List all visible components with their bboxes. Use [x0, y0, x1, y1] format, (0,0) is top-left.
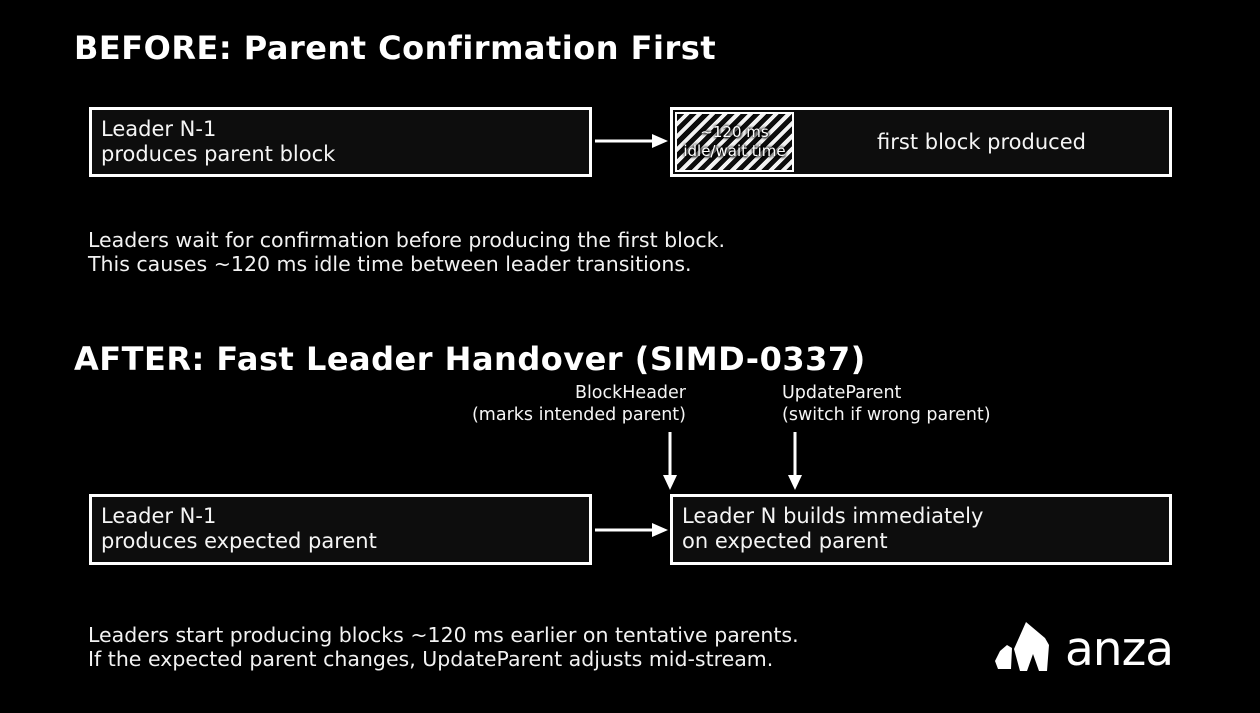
after-leader-box: Leader N-1 produces expected parent [89, 494, 592, 565]
first-block-produced-label: first block produced [877, 130, 1086, 154]
before-caption: Leaders wait for confirmation before pro… [88, 228, 725, 276]
after-builder-box-line2: on expected parent [682, 529, 888, 553]
after-caption: Leaders start producing blocks ~120 ms e… [88, 623, 799, 671]
block-header-annotation-line2: (marks intended parent) [471, 405, 686, 425]
block-header-annotation-line1: BlockHeader [574, 383, 686, 403]
after-builder-box-text: Leader N builds immediately on expected … [682, 504, 983, 554]
after-leader-box-line2: produces expected parent [101, 529, 377, 553]
before-flow-arrow-icon [595, 134, 668, 148]
before-caption-line2: This causes ~120 ms idle time between le… [88, 252, 692, 276]
idle-wait-label: ~120 ms idle/wait time [683, 123, 785, 161]
after-builder-box: Leader N builds immediately on expected … [670, 494, 1172, 565]
after-leader-box-line1: Leader N-1 [101, 504, 217, 528]
anza-logo-wordmark: anza [1065, 622, 1174, 677]
after-flow-arrow-icon [595, 523, 668, 537]
update-parent-annotation: UpdateParent (switch if wrong parent) [782, 382, 991, 426]
after-caption-line2: If the expected parent changes, UpdatePa… [88, 647, 774, 671]
before-leader-box-text: Leader N-1 produces parent block [101, 117, 335, 167]
after-builder-box-line1: Leader N builds immediately [682, 504, 984, 528]
after-section-title: AFTER: Fast Leader Handover (SIMD-0337) [74, 340, 866, 378]
after-caption-line1: Leaders start producing blocks ~120 ms e… [88, 623, 799, 647]
before-caption-line1: Leaders wait for confirmation before pro… [88, 228, 726, 252]
block-header-annotation: BlockHeader (marks intended parent) [420, 382, 686, 426]
block-header-pointer-arrow-icon [663, 432, 677, 490]
before-first-block-box: ~120 ms idle/wait time first block produ… [670, 107, 1172, 177]
idle-wait-line2: idle/wait time [683, 142, 786, 160]
before-section-title: BEFORE: Parent Confirmation First [74, 29, 717, 67]
before-leader-box-line2: produces parent block [101, 142, 336, 166]
idle-wait-hatched-segment: ~120 ms idle/wait time [675, 112, 794, 172]
before-leader-box-line1: Leader N-1 [101, 117, 217, 141]
anza-logo: anza [995, 620, 1174, 678]
anza-logo-icon [995, 622, 1049, 671]
update-parent-annotation-line1: UpdateParent [782, 383, 902, 403]
update-parent-pointer-arrow-icon [788, 432, 802, 490]
before-leader-box: Leader N-1 produces parent block [89, 107, 592, 177]
update-parent-annotation-line2: (switch if wrong parent) [782, 405, 991, 425]
idle-wait-line1: ~120 ms [700, 123, 769, 141]
after-leader-box-text: Leader N-1 produces expected parent [101, 504, 377, 554]
